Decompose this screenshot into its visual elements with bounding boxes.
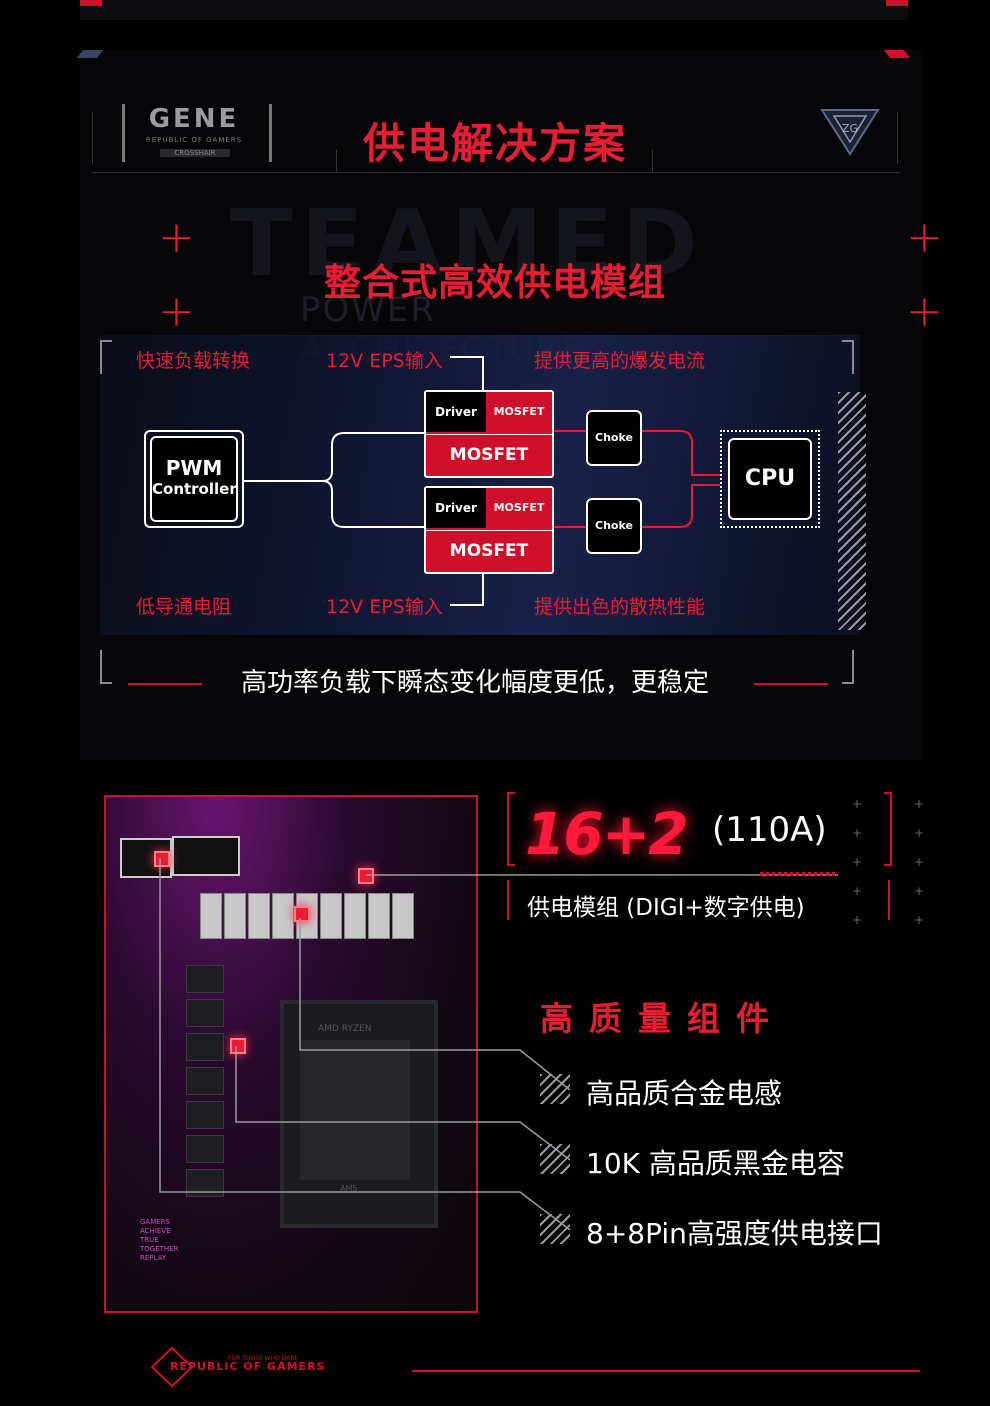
mosfet-module-top: Driver MOSFET MOSFET (424, 390, 554, 478)
header-underline (92, 172, 900, 173)
footer-line (412, 1370, 920, 1372)
bracket-top-right (842, 340, 854, 374)
phase-amperage: (110A) (712, 810, 827, 850)
choke-marker (230, 1038, 246, 1054)
plus-icon: + (906, 212, 943, 263)
gene-logo: GENE (148, 104, 240, 134)
diagram-wiring (242, 356, 720, 606)
page-title: 供电解决方案 (362, 119, 627, 168)
cpu-chip: CPU (728, 438, 812, 520)
rog-triangle-icon: ZG (820, 109, 880, 156)
feature-alloy-choke: 高品质合金电感 (586, 1077, 783, 1110)
label-eps-bottom: 12V EPS输入 (326, 596, 443, 618)
gene-logo-subtitle: REPUBLIC OF GAMERS (145, 136, 243, 144)
bracket-bottom-left (100, 650, 112, 684)
module-bracket-right (888, 880, 890, 920)
stability-caption: 高功率负载下瞬态变化幅度更低，更稳定 (240, 668, 709, 698)
tiny-plus-column: +++++ (852, 797, 863, 927)
pwm-controller-outer (144, 430, 244, 528)
mosfet-module-bottom: Driver MOSFET MOSFET (424, 486, 554, 574)
connector-marker (154, 851, 170, 867)
label-eps-top: 12V EPS输入 (326, 350, 443, 372)
feature-capacitor: 10K 高品质黑金电容 (586, 1147, 845, 1180)
driver-chip: Driver (426, 392, 486, 432)
feature-hatch-icon (540, 1074, 570, 1104)
gene-logo-badge: CROSSHAIR (160, 149, 230, 157)
footer-logo-text: REPUBLIC OF GAMERS (170, 1360, 326, 1373)
label-low-resistance: 低导通电阻 (136, 596, 232, 618)
hatch-strip (838, 392, 866, 630)
controller-label: Controller (152, 480, 237, 498)
module-bracket-left (507, 880, 509, 920)
header-divider-right (897, 112, 898, 164)
svg-text:ZG: ZG (842, 122, 858, 135)
feature-hatch-icon (540, 1214, 570, 1244)
board-side-text: GAMERS ACHIEVE TRUE TOGETHER REPLAY (140, 1218, 179, 1262)
label-fast-load: 快速负载转换 (136, 350, 251, 372)
feature-power-connector: 8+8Pin高强度供电接口 (586, 1217, 883, 1250)
feature-hatch-icon (540, 1144, 570, 1174)
bracket-top-left (100, 340, 112, 374)
module-subtitle: 整合式高效供电模组 (324, 261, 666, 304)
label-thermal: 提供出色的散热性能 (534, 596, 706, 618)
cpu-outer (720, 430, 820, 528)
phase-bracket-right (884, 792, 892, 866)
caption-line-left (128, 683, 202, 685)
callout-lines (159, 858, 838, 1231)
eps-connector-2 (172, 836, 240, 876)
power-module-label: 供电模组 (DIGI+数字供电) (527, 895, 805, 921)
choke-bottom: Choke (586, 498, 642, 554)
phase-count: 16+2 (525, 800, 689, 868)
gene-logo-frame (122, 104, 272, 162)
socket-label: AM5 (340, 1184, 358, 1193)
mosfet-small-chip: MOSFET (486, 392, 552, 432)
rog-footer-logo-icon (150, 1346, 194, 1388)
cpu-socket-inner (300, 1040, 410, 1180)
label-burst: 提供更高的爆发电流 (534, 350, 706, 372)
choke-top: Choke (586, 410, 642, 466)
phase-bracket-left (507, 792, 515, 866)
mosfet-big-chip: MOSFET (426, 434, 552, 475)
quality-components-title: 高质量组件 (540, 999, 785, 1038)
socket-brand: AMD RYZEN (318, 1024, 372, 1034)
mosfet-big-chip: MOSFET (426, 530, 552, 571)
module-marker (358, 868, 374, 884)
pwm-label: PWM (165, 456, 223, 480)
footer-tagline: FOR THOSE WHO DARE (228, 1355, 299, 1362)
tiny-plus-column-2: +++++ (914, 797, 925, 927)
header-divider-mid (336, 150, 337, 172)
vrm-row (200, 893, 426, 939)
driver-chip: Driver (426, 488, 486, 528)
plus-icon: + (158, 212, 195, 263)
top-strip (80, 0, 908, 20)
header-divider-left (92, 112, 93, 164)
caption-line-right (754, 683, 828, 685)
vrm-marker (294, 906, 310, 922)
pwm-controller: PWM Controller (150, 436, 238, 522)
choke-column (186, 965, 224, 1197)
background-teamed: TEAMED (230, 190, 706, 297)
plus-icon: + (158, 286, 195, 337)
cpu-label: CPU (744, 466, 796, 491)
header-divider-mid2 (652, 150, 653, 172)
bracket-bottom-right (842, 650, 854, 684)
plus-icon: + (906, 286, 943, 337)
mosfet-small-chip: MOSFET (486, 488, 552, 528)
